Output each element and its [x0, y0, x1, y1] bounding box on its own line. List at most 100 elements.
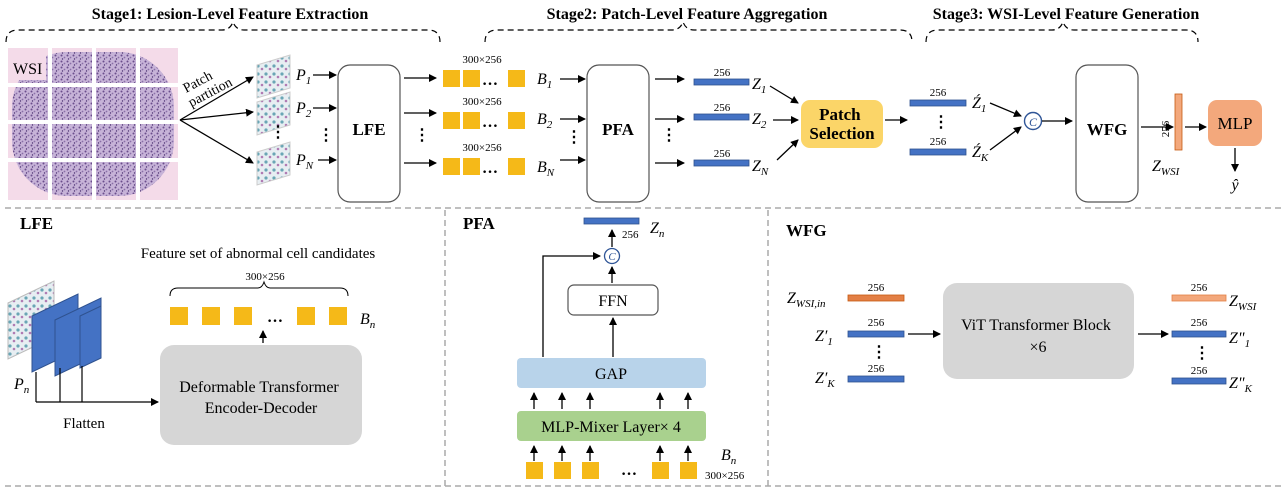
deformable-transformer-label: Deformable Transformer Encoder-Decoder — [179, 379, 343, 417]
wfg-in-wsi-label: ZWSI,in — [787, 290, 826, 310]
selected-vdots: ⋮ — [933, 114, 949, 131]
z-vector-2 — [693, 113, 750, 121]
selected-vector-1 — [909, 99, 967, 107]
mlp-mixer-block — [517, 411, 706, 441]
pfa-concat-symbol: C — [608, 251, 616, 263]
gap-label: GAP — [595, 366, 627, 383]
ffn-label: FFN — [598, 293, 628, 310]
wfg-in-label-1: Z′1 — [815, 328, 833, 348]
lfe-out-vdots: ⋮ — [414, 127, 430, 144]
wfg-out-wsi-vector — [1171, 294, 1227, 302]
pfa-out-label: Zn — [650, 220, 665, 240]
bag-tokens-2 — [443, 112, 525, 129]
patch-label-1: P1 — [295, 67, 311, 87]
bag-dim-2: 300×256 — [462, 96, 502, 108]
patch-n-label: Pn — [13, 376, 30, 396]
patch-label-n: PN — [295, 152, 314, 172]
patch-thumb-1 — [256, 54, 291, 99]
wfg-out-dim-3: 256 — [1191, 365, 1208, 377]
concat-symbol: C — [1029, 115, 1038, 129]
z-label-1: Z1 — [752, 76, 766, 96]
pfa-out-vdots: ⋮ — [661, 127, 677, 144]
skip-connection — [542, 252, 601, 357]
sel1-to-concat — [989, 102, 1022, 117]
wfg-out-vector-k — [1171, 377, 1227, 385]
z-dim-2: 256 — [714, 102, 731, 114]
selected-vector-2 — [909, 148, 967, 156]
z-label-n: ZN — [752, 158, 769, 178]
pfa-input-tokens — [526, 462, 697, 479]
mlp-block — [1208, 100, 1262, 146]
lfe-panel-title: LFE — [20, 214, 53, 233]
partition-arrow-1 — [179, 76, 254, 121]
wfg-out-wsi-label: ZWSI — [1229, 293, 1258, 313]
wfg-out-label-1: Z"1 — [1229, 330, 1250, 350]
wfg-out-vector-1 — [1171, 330, 1227, 338]
pfa-panel-title: PFA — [463, 214, 496, 233]
patch-selection-block — [801, 100, 883, 148]
wfg-block — [1075, 64, 1139, 203]
wfg-in-dim-2: 256 — [868, 317, 885, 329]
wfg-in-dim-1: 256 — [868, 282, 885, 294]
selk-to-concat — [989, 126, 1022, 151]
z-vector-1 — [693, 78, 750, 86]
stage1-brace — [5, 20, 441, 43]
selected-dim-1: 256 — [930, 87, 947, 99]
input-to-mixer-arrows — [530, 445, 692, 461]
prediction-label: ŷ — [1229, 177, 1239, 194]
bag-label-1: B1 — [537, 71, 552, 91]
pfa-concat-node — [603, 247, 621, 265]
wfg-in-label-k: Z′K — [815, 370, 835, 390]
pfa-block-label: PFA — [602, 120, 635, 139]
wsi-vector-label: ZWSI — [1152, 158, 1181, 178]
feature-map-stack — [7, 280, 102, 377]
patch-vdots: ⋮ — [270, 124, 286, 141]
patch-selection-label: Patch Selection — [809, 105, 875, 143]
patch-label-vdots: ⋮ — [318, 127, 334, 144]
pfa-input-label: Bn — [721, 447, 737, 467]
pfa-input-dim: 300×256 — [705, 470, 745, 482]
bag-label-2: B2 — [537, 111, 553, 131]
vit-block — [943, 283, 1134, 379]
patch-thumb-3 — [256, 141, 291, 186]
pfa-out-vector — [583, 217, 640, 225]
wfg-in-vector-1 — [847, 330, 905, 338]
feature-set-tokens — [170, 307, 347, 325]
wsi-vector-dim: 256 — [1160, 120, 1172, 137]
mixer-to-gap-arrows — [530, 392, 692, 409]
concat-node — [1023, 111, 1043, 131]
mlp-mixer-label: MLP-Mixer Layer× 4 — [541, 419, 681, 436]
z-dim-3: 256 — [714, 148, 731, 160]
wfg-panel-title: WFG — [786, 221, 827, 240]
stage2-title: Stage2: Patch-Level Feature Aggregation — [547, 6, 828, 23]
ffn-block — [567, 284, 659, 316]
wfg-out-label-k: Z"K — [1229, 375, 1253, 395]
stage3-title: Stage3: WSI-Level Feature Generation — [933, 6, 1200, 23]
bag-tokens-3 — [443, 158, 525, 175]
selected-label-k: ŹK — [972, 142, 989, 164]
bag-label-vdots: ⋮ — [566, 129, 582, 146]
partition-arrow-3 — [179, 119, 254, 164]
partition-arrow-2 — [179, 108, 254, 121]
patch-label-2: P2 — [295, 100, 312, 120]
z-label-2: Z2 — [752, 111, 767, 131]
bag-ellipsis-3: … — [482, 160, 498, 177]
lfe-block-label: LFE — [352, 120, 385, 139]
pfa-block — [586, 64, 650, 203]
bag-label-n: BN — [537, 159, 555, 179]
zn-to-selection — [776, 139, 799, 161]
bag-n-label: Bn — [360, 311, 376, 331]
wfg-in-wsi-vector — [847, 294, 905, 302]
z1-to-selection — [769, 85, 799, 104]
wfg-out-dim-2: 256 — [1191, 317, 1208, 329]
feature-set-ellipsis: … — [267, 309, 283, 326]
wfg-in-dim-3: 256 — [868, 363, 885, 375]
pfa-input-ellipsis: … — [621, 462, 637, 479]
bag-tokens-1 — [443, 70, 525, 87]
flatten-label: Flatten — [63, 416, 105, 432]
feature-set-dim: 300×256 — [245, 271, 285, 283]
gap-block — [517, 358, 706, 388]
patch-thumb-2 — [256, 91, 291, 136]
lfe-block — [337, 64, 401, 203]
wfg-out-dim-1: 256 — [1191, 282, 1208, 294]
